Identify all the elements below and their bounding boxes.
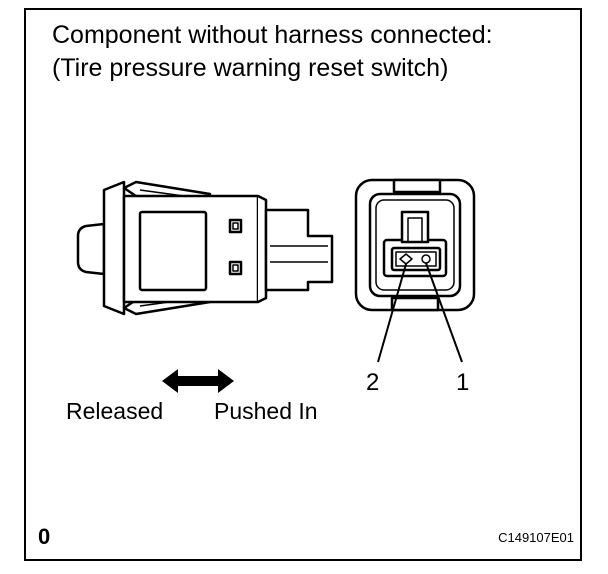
switch-side-view [76, 180, 334, 316]
connector-pin-2 [399, 253, 413, 265]
connector-face-view [354, 178, 476, 363]
pin-1-label: 1 [456, 369, 470, 396]
image-code: C149107E01 [498, 530, 574, 545]
pin-1-leader [425, 262, 463, 363]
pushed-in-label: Pushed In [214, 398, 318, 424]
switch-tab-upper [228, 218, 243, 234]
switch-tab-lower [228, 260, 243, 276]
connector-terminal-block [390, 246, 442, 272]
released-label: Released [66, 398, 164, 424]
diagram-title-line-1: Component without harness connected: [52, 21, 493, 49]
pin-2-label: 2 [366, 369, 380, 396]
switch-rear-connector [264, 208, 334, 292]
switch-knob [76, 222, 106, 276]
corner-code: 0 [38, 524, 51, 549]
connector-top-tab [392, 178, 442, 194]
double-arrow-icon [162, 369, 234, 393]
pin-2-leader [377, 263, 407, 363]
connector-pin-1 [421, 254, 431, 264]
diagram-frame [24, 8, 582, 561]
connector-bottom-tab [390, 296, 440, 312]
diagram-title-line-2: (Tire pressure warning reset switch) [52, 54, 449, 82]
switch-bezel [102, 180, 126, 316]
switch-window [138, 210, 208, 292]
